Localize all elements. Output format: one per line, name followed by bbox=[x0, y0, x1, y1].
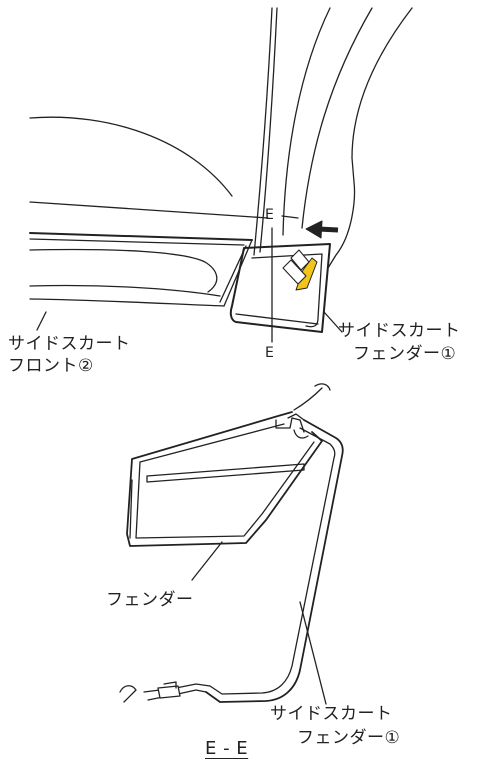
clip bbox=[275, 413, 305, 433]
label-side-skirt-fender-line1: サイドスカート bbox=[338, 321, 461, 341]
fender-shell-inner bbox=[135, 423, 315, 539]
body-character-line bbox=[29, 116, 233, 197]
side-skirt-fender-profile-inner bbox=[209, 427, 336, 695]
upper-view bbox=[29, 7, 413, 343]
section-cut-tick bbox=[281, 215, 299, 219]
tape-backing bbox=[290, 249, 310, 271]
arrow-left-icon bbox=[305, 220, 339, 239]
side-skirt-front-top bbox=[29, 232, 253, 241]
label-side-skirt-fender-line2: フェンダー① bbox=[353, 344, 457, 364]
label-side-skirt-front-line2: フロント② bbox=[8, 356, 94, 376]
outer-panel-top bbox=[293, 387, 323, 411]
tape-backing bbox=[282, 259, 307, 285]
side-skirt-fender-bottom-edge bbox=[235, 313, 319, 325]
fender-outer-curve bbox=[327, 7, 413, 269]
label-section-side-skirt-fender-line2: フェンダー① bbox=[297, 728, 401, 748]
section-view bbox=[119, 383, 344, 705]
double-sided-tape bbox=[295, 257, 318, 291]
fender-arch-line bbox=[301, 7, 373, 229]
break-line-bottom bbox=[119, 685, 137, 703]
section-title: E - E bbox=[205, 738, 249, 759]
leader-line-side-skirt-fender bbox=[323, 311, 343, 333]
fender-inner-rib bbox=[146, 463, 305, 483]
fender-arch-line bbox=[282, 7, 331, 236]
leader-line-side-skirt-fender-section bbox=[299, 601, 327, 705]
label-side-skirt-front-line1: サイドスカート bbox=[8, 334, 131, 354]
side-skirt-fender-inner bbox=[251, 253, 323, 328]
side-skirt-front-groove bbox=[29, 284, 221, 297]
section-mark-top: E bbox=[265, 207, 275, 223]
side-skirt-front-top-inner bbox=[29, 238, 245, 246]
side-skirt-front-lower bbox=[29, 298, 225, 307]
label-section-side-skirt-fender-line1: サイドスカート bbox=[270, 704, 393, 724]
side-skirt-fender-profile bbox=[205, 419, 344, 703]
leader-line-side-skirt-front bbox=[36, 311, 47, 331]
bottom-clip bbox=[157, 685, 181, 699]
bottom-clip-cap bbox=[163, 681, 177, 689]
leader-line-fender bbox=[191, 541, 223, 581]
horizontal-guide-line bbox=[29, 201, 269, 219]
label-fender: フェンダー bbox=[106, 590, 194, 610]
fender-flange-left bbox=[129, 479, 133, 539]
clip-head bbox=[293, 429, 309, 439]
side-skirt-front-groove bbox=[29, 248, 218, 293]
section-mark-bottom: E bbox=[265, 345, 275, 361]
break-line-top bbox=[314, 383, 331, 391]
door-edge-line bbox=[253, 7, 273, 256]
fender-shell-outer bbox=[126, 411, 323, 547]
door-edge-line-inner bbox=[259, 7, 278, 253]
side-skirt-fender-outline bbox=[229, 243, 331, 333]
